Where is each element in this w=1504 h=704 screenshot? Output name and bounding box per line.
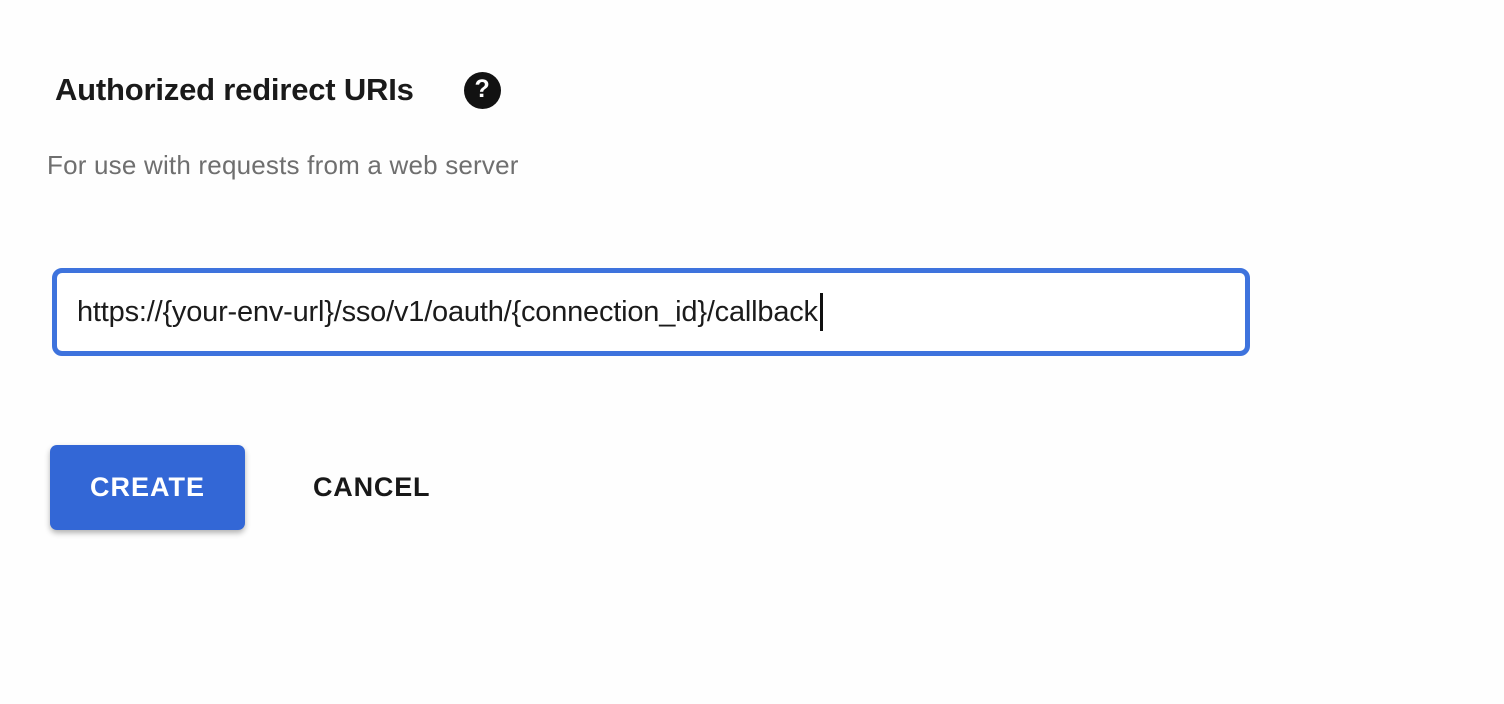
help-icon[interactable]: ? xyxy=(463,71,501,109)
text-caret xyxy=(819,293,823,331)
cancel-button[interactable]: CANCEL xyxy=(313,445,430,530)
form-description: For use with requests from a web server xyxy=(47,150,519,180)
page-title: Authorized redirect URIs xyxy=(55,72,414,107)
create-button[interactable]: CREATE xyxy=(50,445,245,530)
form-actions: CREATE CANCEL xyxy=(50,445,430,530)
redirect-uri-input[interactable]: https://{your-env-url}/sso/v1/oauth/{con… xyxy=(52,268,1250,356)
redirect-uri-value: https://{your-env-url}/sso/v1/oauth/{con… xyxy=(77,295,818,328)
form-header: Authorized redirect URIs ? xyxy=(55,70,501,110)
